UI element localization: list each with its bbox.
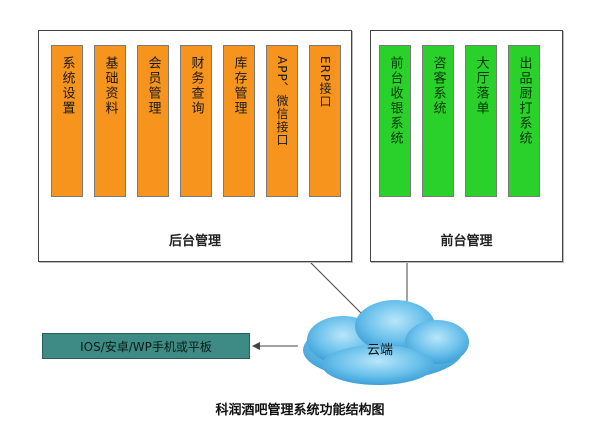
- back-panel-connector: [309, 261, 371, 323]
- back-office-panel: 系统设置 基础资料 会员管理 财务查询 库存管理 APP、微信接口 ERP接口 …: [38, 30, 352, 262]
- module-front-cashier: 前台收银系统: [379, 45, 411, 197]
- diagram-caption: 科润酒吧管理系统功能结构图: [215, 403, 385, 418]
- module-label: 咨客系统: [430, 56, 446, 116]
- module-label: 会员管理: [145, 56, 161, 116]
- module-label: 大厅落单: [473, 56, 489, 116]
- mobile-client-label: IOS/安卓/WP手机或平板: [80, 339, 212, 354]
- module-label: 基础资料: [102, 56, 118, 116]
- module-inventory-management: 库存管理: [223, 45, 255, 197]
- module-member-management: 会员管理: [137, 45, 169, 197]
- module-kitchen-print: 出品厨打系统: [508, 45, 540, 197]
- module-label: 出品厨打系统: [516, 56, 532, 146]
- front-office-title: 前台管理: [440, 234, 493, 249]
- module-hall-ordering: 大厅落单: [465, 45, 497, 197]
- mobile-client-box: IOS/安卓/WP手机或平板: [42, 333, 250, 359]
- module-system-settings: 系统设置: [51, 45, 83, 197]
- cloud-label: 云端: [366, 343, 393, 358]
- front-office-panel: 前台收银系统 咨客系统 大厅落单 出品厨打系统 前台管理: [370, 30, 563, 262]
- module-app-wechat-interface: APP、微信接口: [266, 45, 298, 197]
- module-label: 库存管理: [231, 56, 247, 116]
- module-label: 系统设置: [59, 56, 75, 116]
- module-basic-data: 基础资料: [94, 45, 126, 197]
- module-label: 财务查询: [188, 56, 204, 116]
- module-host-reception: 咨客系统: [422, 45, 454, 197]
- arrowhead-icon: [252, 342, 260, 350]
- back-office-title: 后台管理: [168, 234, 221, 249]
- module-label: ERP接口: [318, 56, 332, 109]
- module-label: APP、微信接口: [275, 56, 289, 147]
- module-label: 前台收银系统: [387, 56, 403, 146]
- module-erp-interface: ERP接口: [309, 45, 341, 197]
- module-finance-query: 财务查询: [180, 45, 212, 197]
